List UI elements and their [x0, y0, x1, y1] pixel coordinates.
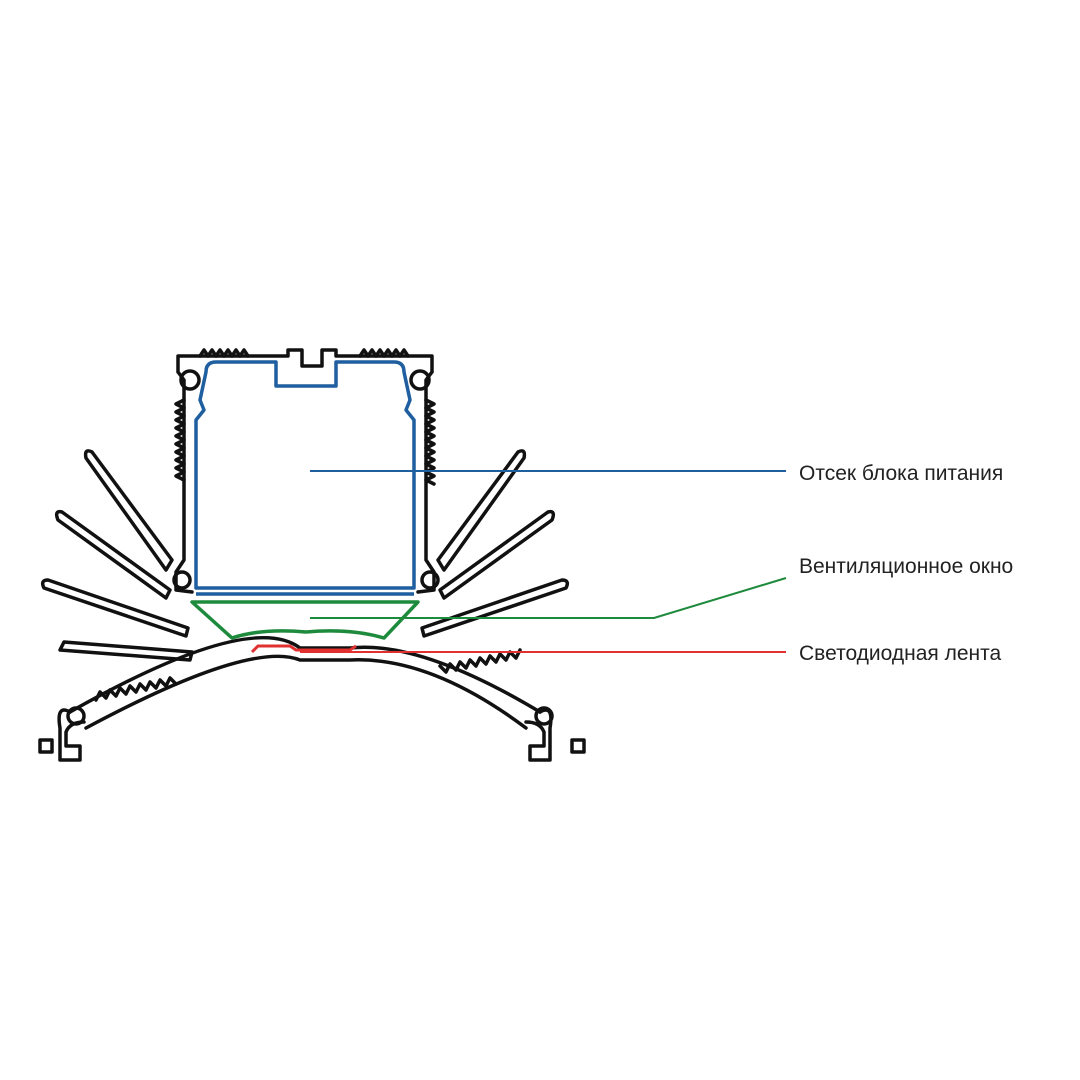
- housing-outline: [174, 348, 436, 594]
- end-clip-hole-right: [534, 706, 554, 726]
- housing-left-teeth: [174, 398, 186, 482]
- led-strip-outline: [250, 644, 357, 654]
- power-compartment-outline: [194, 360, 416, 590]
- fin-left-lower: [40, 578, 190, 638]
- fin-left-upper: [83, 449, 174, 572]
- fin-right-middle: [438, 509, 556, 600]
- fin-right-upper: [436, 449, 527, 572]
- end-clip-hole-left: [66, 706, 86, 726]
- housing-top-teeth: [198, 348, 410, 358]
- housing-hook-bottom-left: [172, 570, 192, 590]
- callout-label-led: Светодиодная лента: [799, 642, 1002, 665]
- housing-hook-bottom-right: [420, 570, 440, 590]
- callout-line-vent: [310, 577, 787, 619]
- housing-hook-top-left: [179, 369, 201, 391]
- fin-right-lower: [420, 578, 570, 638]
- fin-left-middle: [54, 509, 172, 600]
- vent-window-outline: [190, 600, 420, 640]
- arc-right-teeth: [438, 648, 522, 674]
- profile-outline: [38, 348, 586, 762]
- end-clip-left: [38, 708, 86, 762]
- callout-label-power: Отсек блока питания: [799, 462, 1004, 485]
- fin-left-bottom: [58, 640, 194, 662]
- arc-left-teeth: [94, 676, 178, 702]
- callout-label-vent: Вентиляционное окно: [799, 555, 1014, 578]
- housing-hook-top-right: [409, 369, 431, 391]
